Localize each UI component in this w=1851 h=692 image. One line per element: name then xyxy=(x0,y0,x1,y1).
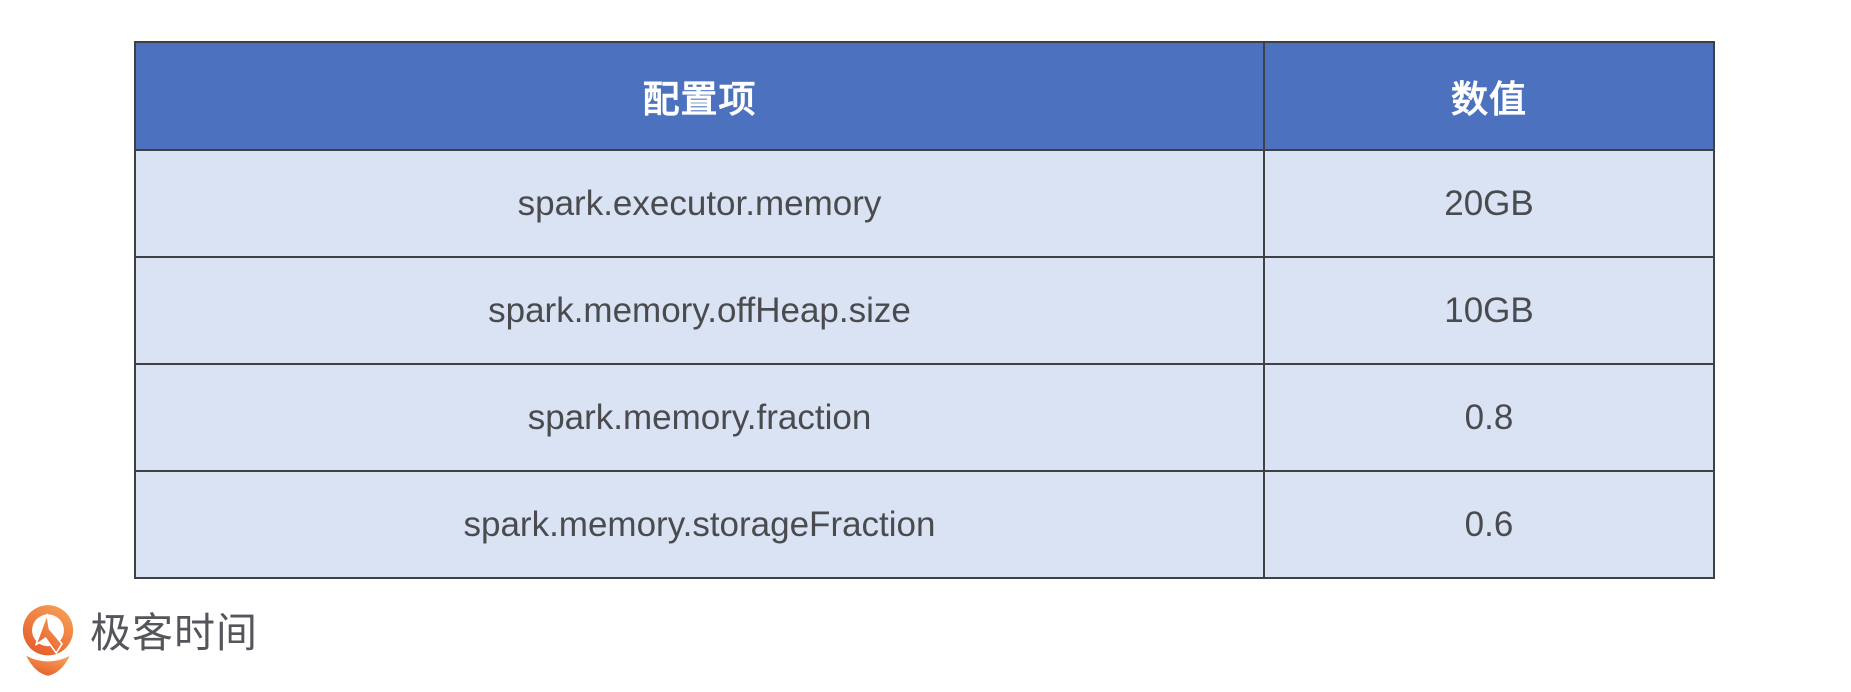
table-row: spark.memory.storageFraction 0.6 xyxy=(134,470,1715,579)
geektime-logo-text: 极客时间 xyxy=(90,609,258,656)
config-key-cell: spark.memory.fraction xyxy=(134,363,1265,472)
config-value-cell: 0.8 xyxy=(1263,363,1715,472)
config-value-cell: 0.6 xyxy=(1263,470,1715,579)
geektime-logo: 极客时间 xyxy=(19,602,258,676)
header-row: 配置项 数值 xyxy=(134,41,1715,151)
table-body: spark.executor.memory 20GB spark.memory.… xyxy=(134,149,1715,579)
config-key-cell: spark.executor.memory xyxy=(134,149,1265,258)
config-value-cell: 20GB xyxy=(1263,149,1715,258)
config-value-cell: 10GB xyxy=(1263,256,1715,365)
config-key-cell: spark.memory.offHeap.size xyxy=(134,256,1265,365)
column-header-value: 数值 xyxy=(1263,41,1715,151)
table-row: spark.executor.memory 20GB xyxy=(134,149,1715,258)
table-row: spark.memory.fraction 0.8 xyxy=(134,363,1715,472)
column-header-config-key: 配置项 xyxy=(134,41,1265,151)
config-key-cell: spark.memory.storageFraction xyxy=(134,470,1265,579)
spark-config-table: 配置项 数值 spark.executor.memory 20GB spark.… xyxy=(134,41,1715,579)
table-row: spark.memory.offHeap.size 10GB xyxy=(134,256,1715,365)
geektime-pin-q-icon xyxy=(19,602,77,676)
table-header: 配置项 数值 xyxy=(134,41,1715,151)
